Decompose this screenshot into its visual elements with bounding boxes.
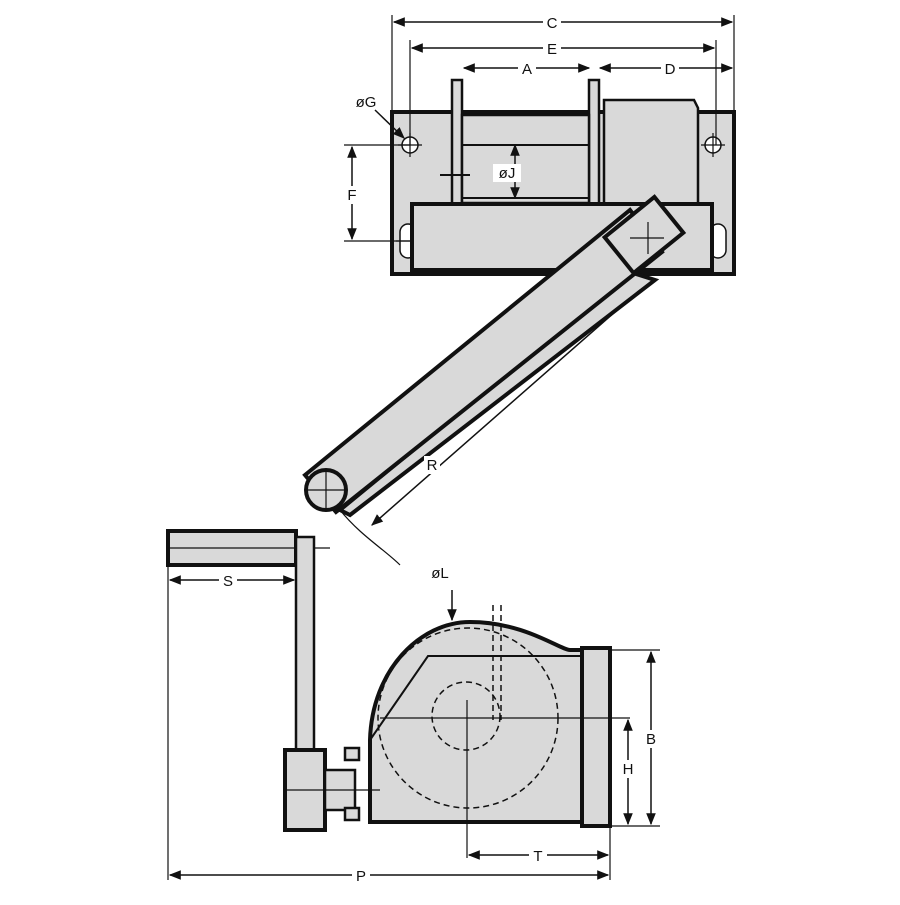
label-e: E <box>547 41 557 58</box>
dimension-lines <box>167 15 735 880</box>
crank-hub <box>601 194 687 276</box>
label-a: A <box>522 61 532 78</box>
crank-handle <box>302 194 687 518</box>
dimension-labels: C E A D øG F øJ R øL S P T B H <box>219 14 679 885</box>
label-c: C <box>547 15 558 32</box>
gear-housing <box>602 98 700 207</box>
label-s: S <box>223 573 233 590</box>
mounting-hole-top-right <box>701 133 725 157</box>
frame-edge <box>369 655 580 741</box>
label-l: øL <box>431 565 449 582</box>
side-handle-arm <box>294 535 316 754</box>
drum-flange-right <box>587 78 601 207</box>
dim-r <box>371 289 641 526</box>
drum-flange-left <box>450 78 464 207</box>
drum-core <box>431 681 501 751</box>
label-t: T <box>533 848 542 865</box>
crank-arm <box>336 269 660 518</box>
dim-g-leader <box>374 109 405 139</box>
label-r: R <box>427 457 438 474</box>
label-g: øG <box>356 94 377 111</box>
label-j: øJ <box>499 165 516 182</box>
drum-top <box>460 113 591 205</box>
top-view <box>390 78 736 276</box>
label-f: F <box>347 187 356 204</box>
handle-grip-end <box>304 468 348 512</box>
label-d: D <box>665 61 676 78</box>
label-p: P <box>356 868 366 885</box>
end-plate <box>580 646 612 828</box>
label-b: B <box>646 731 656 748</box>
label-h: H <box>623 761 634 778</box>
winch-housing <box>368 619 610 824</box>
side-view <box>166 529 630 858</box>
